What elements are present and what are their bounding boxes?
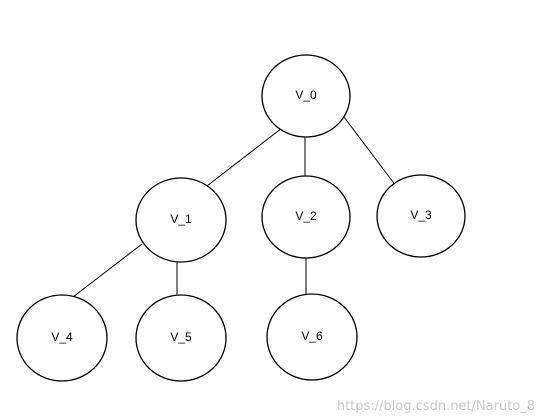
node-ellipse-v0	[261, 54, 351, 138]
node-ellipse-v3	[376, 174, 466, 258]
node-v1: V_1	[135, 177, 227, 263]
node-ellipse-v6	[266, 293, 358, 381]
node-v5: V_5	[135, 294, 227, 382]
node-label-v4: V_4	[51, 330, 73, 344]
edge-v0-v3	[343, 116, 397, 187]
node-ellipse-v5	[135, 294, 227, 382]
node-v3: V_3	[376, 174, 466, 258]
node-label-v2: V_2	[295, 209, 317, 223]
node-label-v1: V_1	[170, 212, 192, 226]
edge-v0-v1	[206, 127, 283, 187]
edges-layer	[72, 116, 397, 298]
node-label-v3: V_3	[410, 208, 432, 222]
node-label-v0: V_0	[295, 88, 317, 102]
node-label-v5: V_5	[170, 330, 192, 344]
node-ellipse-v1	[135, 177, 227, 263]
watermark-text: https://blog.csdn.net/Naruto_8	[336, 399, 535, 414]
node-v6: V_6	[266, 293, 358, 381]
node-v0: V_0	[261, 54, 351, 138]
node-ellipse-v4	[16, 294, 108, 382]
nodes-layer: V_0V_1 V_2 V_3V_4 V_5 V_6	[16, 54, 466, 382]
node-v4: V_4	[16, 294, 108, 382]
edge-v1-v4	[72, 243, 143, 298]
node-ellipse-v2	[261, 175, 351, 259]
node-v2: V_2	[261, 175, 351, 259]
node-label-v6: V_6	[301, 329, 323, 343]
